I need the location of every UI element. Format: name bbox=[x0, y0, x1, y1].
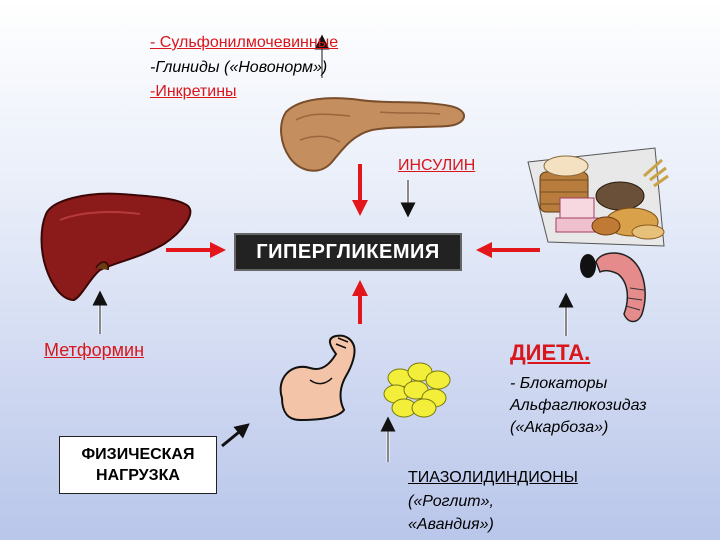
tzd-line2: («Роглит», bbox=[408, 493, 494, 510]
hyperglycemia-box: ГИПЕРГЛИКЕМИЯ bbox=[234, 233, 462, 271]
insulin-label: ИНСУЛИН bbox=[398, 157, 476, 174]
tzd-line1: ТИАЗОЛИДИНДИОНЫ bbox=[408, 469, 578, 486]
blockers-line3: («Акарбоза») bbox=[510, 419, 609, 436]
top-drug-glinides: -Глиниды («Новонорм») bbox=[150, 59, 328, 76]
diet-label: ДИЕТА. bbox=[510, 340, 591, 365]
food-image bbox=[527, 147, 669, 247]
exercise-box: ФИЗИЧЕСКАЯ НАГРУЗКА bbox=[59, 436, 217, 494]
red-arrows bbox=[166, 164, 540, 324]
liver-image bbox=[40, 192, 192, 302]
fat-cells-image bbox=[383, 362, 451, 418]
exercise-arrow bbox=[221, 423, 250, 448]
pancreas-image bbox=[280, 97, 465, 172]
metformin-label: Метформин bbox=[44, 340, 145, 360]
exercise-line1: ФИЗИЧЕСКАЯ bbox=[81, 446, 195, 463]
blockers-line1: - Блокаторы bbox=[510, 375, 608, 392]
exercise-line2: НАГРУЗКА bbox=[96, 467, 180, 484]
arm-muscle-image bbox=[279, 334, 356, 422]
blockers-line2: Альфаглюкозидаз bbox=[510, 397, 647, 414]
top-drug-incretins: -Инкретины bbox=[150, 83, 237, 100]
tzd-line3: «Авандия») bbox=[408, 516, 494, 533]
top-drug-sulfonylurea: - Сульфонилмочевинные bbox=[150, 34, 339, 51]
intestine-image bbox=[580, 252, 646, 323]
